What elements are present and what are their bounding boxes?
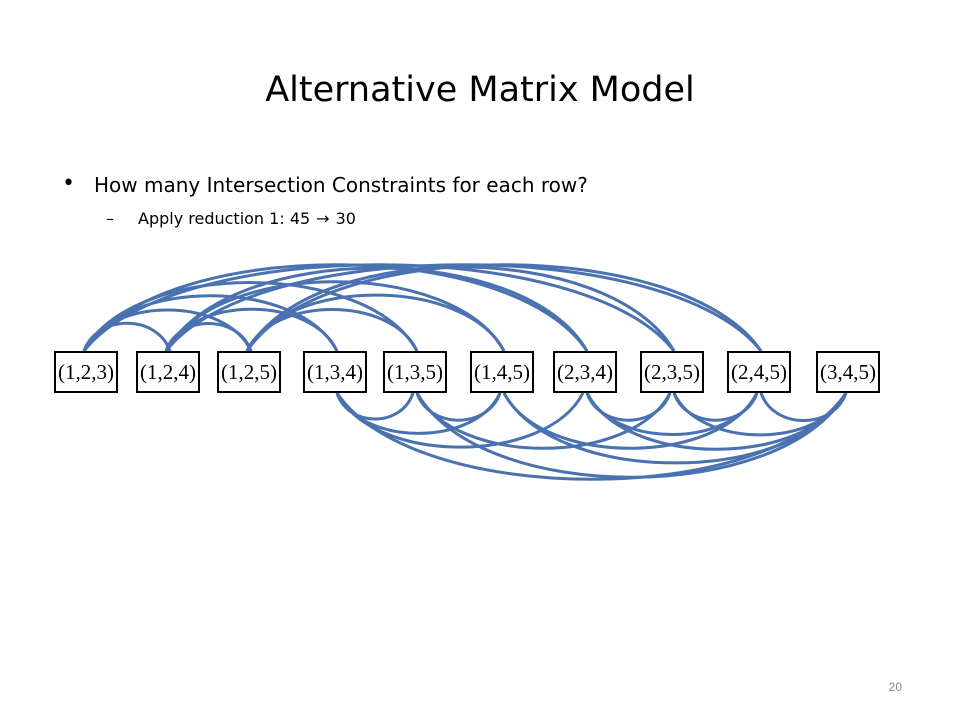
constraint-edge (245, 263, 763, 352)
node-box: (1,2,4) (136, 351, 200, 393)
constraint-edge (672, 392, 759, 422)
bullet-list: • How many Intersection Constraints for … (62, 171, 588, 235)
constraint-edge (585, 392, 672, 422)
slide-title: Alternative Matrix Model (265, 70, 695, 110)
constraint-edge (502, 392, 848, 465)
constraint-edge (759, 392, 848, 423)
node-box: (1,3,5) (383, 351, 447, 393)
dash-icon: – (106, 209, 114, 228)
constraint-edge (415, 392, 502, 422)
node-box: (1,2,3) (54, 351, 118, 393)
bullet-text: How many Intersection Constraints for ea… (94, 173, 588, 197)
constraint-edge (585, 392, 759, 437)
node-box: (1,2,5) (217, 351, 281, 393)
node-box: (1,3,4) (303, 351, 367, 393)
constraint-edge (82, 263, 676, 352)
right-arrow-icon: → (316, 209, 330, 228)
constraint-edge (245, 293, 506, 352)
bullet-dot-icon: • (62, 171, 75, 196)
constraint-edge (672, 392, 848, 437)
sub-bullet-suffix: 30 (335, 209, 356, 228)
sub-bullet-prefix: Apply reduction 1: 45 (138, 209, 311, 228)
sub-bullet-item: – Apply reduction 1: 45 → 30 (62, 209, 588, 235)
node-box: (2,3,4) (553, 351, 617, 393)
bullet-item: • How many Intersection Constraints for … (62, 171, 588, 209)
page-number: 20 (888, 680, 902, 694)
constraint-edge (415, 392, 848, 479)
constraint-edge (82, 263, 589, 352)
node-box: (1,4,5) (470, 351, 534, 393)
node-box: (2,4,5) (727, 351, 791, 393)
node-box: (3,4,5) (816, 351, 880, 393)
node-box: (2,3,5) (640, 351, 704, 393)
